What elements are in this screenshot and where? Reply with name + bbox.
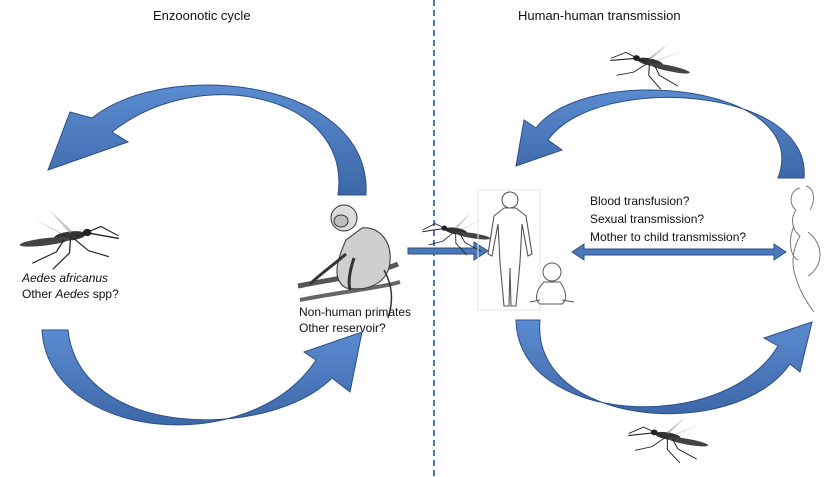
route-mother-child: Mother to child transmission? [590, 230, 747, 244]
monkey-to-human-arrow [407, 241, 489, 261]
route-sexual: Sexual transmission? [590, 212, 705, 226]
host-label: Non-human primates Other reservoir? [299, 304, 411, 336]
vector-label: Aedes africanus Other Aedes spp? [22, 270, 119, 302]
route-blood: Blood transfusion? [590, 194, 690, 208]
enzootic-top-arrow [47, 84, 367, 196]
enzootic-bottom-arrow [41, 329, 363, 426]
human-top-arrow [515, 89, 805, 179]
human-transmission-title: Human-human transmission [518, 8, 681, 23]
pregnant-woman-icon [790, 185, 821, 313]
baby-icon [529, 262, 575, 305]
vector-species: Aedes africanus [22, 271, 109, 285]
mosquito-icon [623, 406, 715, 468]
mosquito-icon [604, 32, 698, 95]
human-bottom-arrow [515, 319, 813, 415]
host-line1: Non-human primates [299, 305, 412, 319]
transmission-routes: Blood transfusion? Sexual transmission? … [590, 192, 746, 246]
human-woman-double-arrow [571, 243, 787, 261]
human-adult-icon [477, 189, 541, 311]
enzootic-cycle-title: Enzoonotic cycle [153, 8, 251, 23]
host-line2: Other reservoir? [299, 321, 386, 335]
vector-other: Other Aedes spp? [22, 287, 119, 301]
monkey-icon [297, 204, 401, 319]
mosquito-icon [14, 201, 124, 274]
